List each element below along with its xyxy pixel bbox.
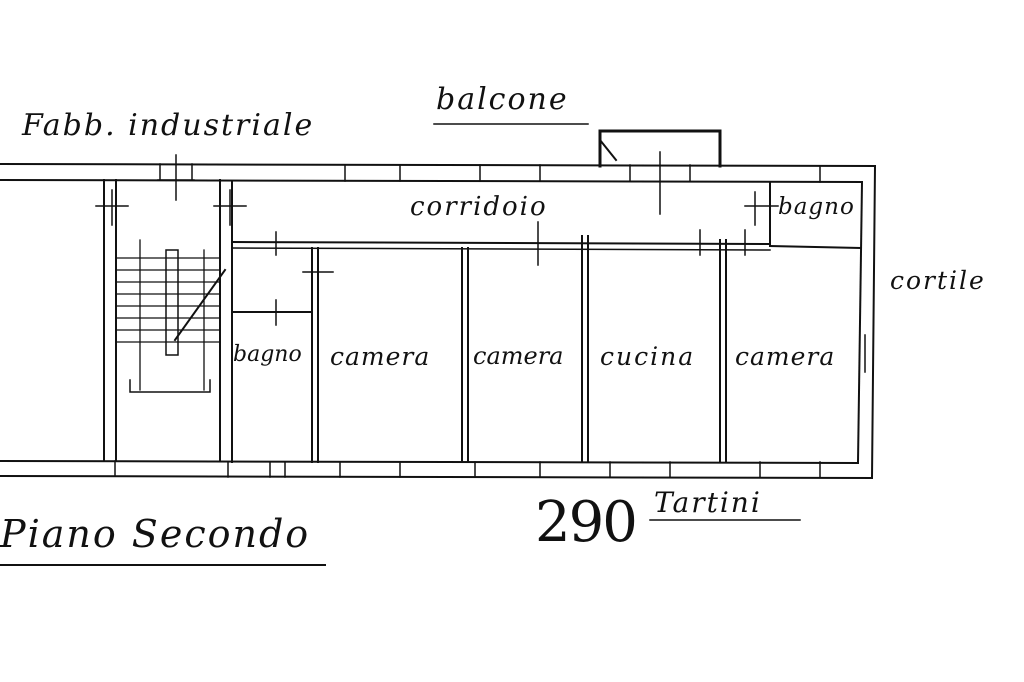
outer-wall-top-inner bbox=[0, 178, 864, 184]
corridor-wall bbox=[230, 240, 772, 246]
label-room-2: camera bbox=[473, 342, 564, 370]
floor-title: Piano Secondo bbox=[0, 512, 311, 556]
label-kitchen: cucina bbox=[600, 342, 696, 371]
staircase bbox=[115, 239, 227, 393]
balcony-door bbox=[598, 138, 618, 162]
outer-wall-right bbox=[870, 164, 877, 480]
label-balcony: balcone bbox=[436, 82, 569, 117]
outer-wall-top bbox=[0, 162, 877, 168]
outer-wall-bottom-inner bbox=[0, 459, 860, 465]
label-bath-lower: bagno bbox=[233, 342, 302, 367]
bottom-wall-windows bbox=[114, 460, 821, 478]
top-wall-windows bbox=[159, 163, 821, 183]
street-number: 290 bbox=[535, 490, 638, 555]
label-bath-upper: bagno bbox=[778, 194, 855, 220]
corridor-wall-2 bbox=[231, 247, 771, 251]
label-courtyard: cortile bbox=[890, 266, 986, 295]
bath-upper-wall-bottom bbox=[768, 244, 862, 250]
balcony-outline bbox=[598, 129, 722, 168]
outer-wall-right-inner bbox=[856, 180, 864, 464]
outer-wall-bottom bbox=[0, 474, 874, 480]
label-corridor: corridoio bbox=[410, 192, 548, 222]
label-room-1: camera bbox=[330, 342, 431, 371]
label-building: Fabb. industriale bbox=[22, 108, 315, 143]
door-marks bbox=[95, 151, 866, 373]
label-room-3: camera bbox=[735, 342, 836, 371]
street-name: Tartini bbox=[654, 486, 762, 519]
